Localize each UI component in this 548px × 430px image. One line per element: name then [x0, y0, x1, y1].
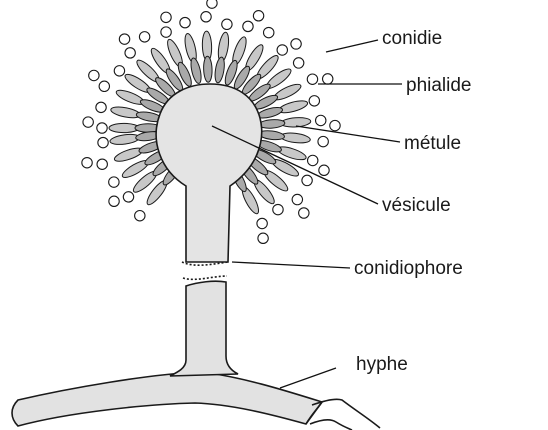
label-hyphe: hyphe	[356, 354, 408, 375]
conidium	[97, 159, 107, 169]
label-conidiophore: conidiophore	[354, 258, 463, 279]
foot-cell	[170, 281, 238, 376]
conidium	[114, 66, 124, 76]
conidium	[139, 32, 149, 42]
conidium	[323, 74, 333, 84]
conidium	[119, 34, 129, 44]
conidium	[257, 218, 267, 228]
phialide	[110, 105, 141, 120]
leader-conidie	[326, 40, 378, 52]
metule	[203, 56, 212, 82]
conidium	[293, 58, 303, 68]
conidium	[98, 137, 108, 147]
label-conidie: conidie	[382, 28, 442, 49]
conidium	[318, 136, 328, 146]
conidium	[258, 233, 268, 243]
conidium	[201, 12, 211, 22]
conidium	[82, 158, 92, 168]
label-phialide: phialide	[406, 75, 472, 96]
conidium	[299, 208, 309, 218]
leader-conidiophore	[232, 262, 350, 268]
conidium	[277, 45, 287, 55]
vesicle-and-stalk	[156, 84, 262, 262]
phialide	[183, 33, 199, 64]
conidium	[264, 27, 274, 37]
conidium	[309, 96, 319, 106]
conidium	[207, 0, 217, 8]
conidium	[109, 177, 119, 187]
conidium	[302, 175, 312, 185]
conidium	[308, 155, 318, 165]
label-metule: métule	[404, 133, 461, 154]
metule	[259, 119, 286, 129]
conidium	[291, 39, 301, 49]
conidium	[135, 211, 145, 221]
metule	[214, 56, 226, 83]
phialide	[277, 98, 308, 115]
hypha-body	[12, 372, 322, 426]
conidium	[123, 192, 133, 202]
conidium	[180, 17, 190, 27]
conidium	[97, 123, 107, 133]
conidium	[89, 70, 99, 80]
phialide	[276, 144, 307, 162]
phialide	[109, 133, 140, 146]
conidium	[243, 21, 253, 31]
conidium	[307, 74, 317, 84]
label-vesicule: vésicule	[382, 195, 451, 216]
conidium	[109, 196, 119, 206]
phialide	[280, 132, 311, 145]
conidium	[292, 194, 302, 204]
conidiophore-lower	[170, 262, 238, 376]
leader-metule	[296, 126, 400, 142]
conidium	[99, 81, 109, 91]
conidium	[330, 120, 340, 130]
conidium	[96, 102, 106, 112]
conidium	[273, 204, 283, 214]
conidium	[222, 19, 232, 29]
conidium	[319, 165, 329, 175]
leader-hyphe	[280, 368, 336, 388]
conidium	[83, 117, 93, 127]
conidium	[316, 115, 326, 125]
conidium	[161, 12, 171, 22]
conidium	[125, 48, 135, 58]
conidium	[253, 11, 263, 21]
hypha-drawing	[12, 372, 380, 430]
phialide	[113, 145, 144, 163]
conidium	[161, 27, 171, 37]
stalk-break-lower	[183, 276, 227, 279]
